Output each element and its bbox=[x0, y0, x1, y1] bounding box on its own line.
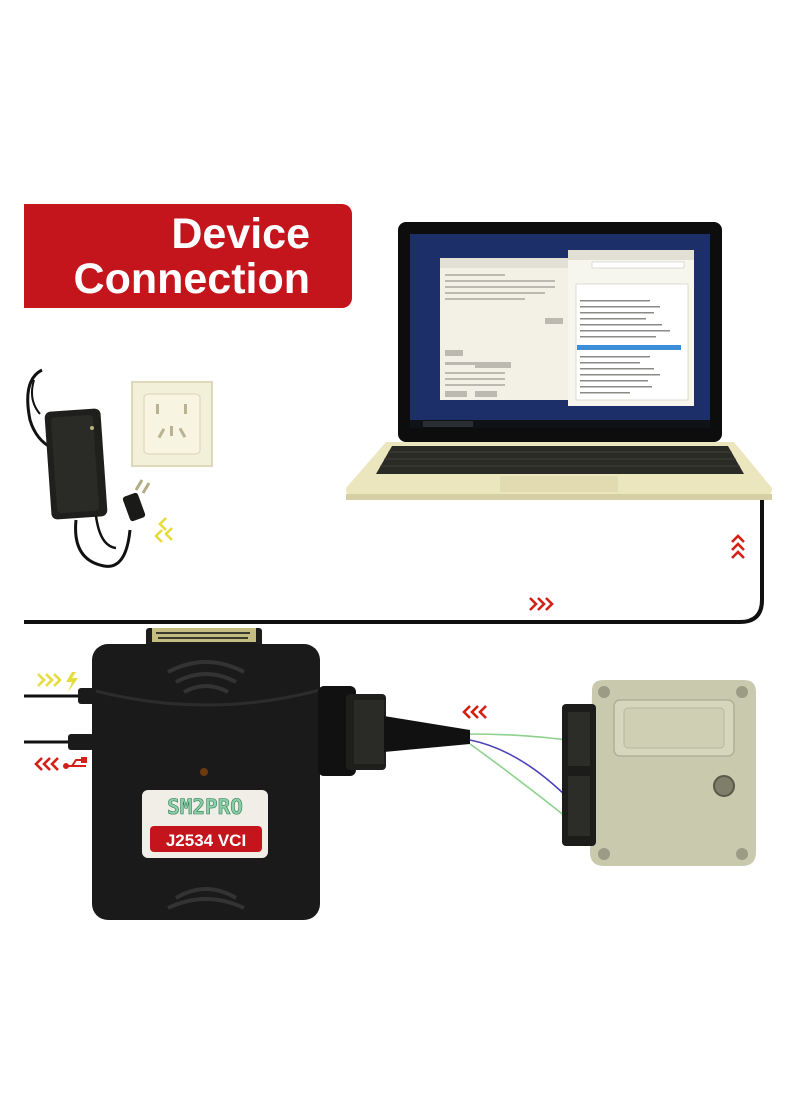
laptop bbox=[346, 222, 772, 500]
usb-icon bbox=[63, 757, 87, 769]
keyboard bbox=[376, 446, 744, 474]
title-banner: Device Connection bbox=[24, 204, 352, 308]
selected-list-row bbox=[577, 345, 681, 350]
usb-output-arrow-icon bbox=[34, 757, 59, 771]
title-line-1: Device bbox=[171, 210, 310, 258]
device-model: J2534 VCI bbox=[166, 831, 246, 850]
wall-outlet bbox=[131, 381, 213, 467]
touchpad bbox=[500, 476, 618, 492]
main-cable bbox=[24, 498, 764, 624]
device-brand: SM2PRO bbox=[167, 795, 243, 819]
device-input-cables bbox=[24, 688, 96, 750]
title-line-2: Connection bbox=[73, 255, 310, 303]
power-input-arrow-icon bbox=[37, 673, 62, 687]
arrow-left-to-device-icon bbox=[462, 705, 487, 719]
page-title: Device Connection bbox=[50, 212, 310, 302]
power-adapter bbox=[26, 368, 151, 568]
chevron-right-icon bbox=[529, 597, 554, 611]
ecu-module bbox=[562, 680, 756, 866]
status-led bbox=[200, 768, 208, 776]
sm2pro-device: SM2PRO J2534 VCI bbox=[91, 628, 470, 920]
taskbar bbox=[410, 420, 710, 428]
arrow-left-icon bbox=[154, 517, 173, 543]
arrow-up-icon bbox=[731, 534, 745, 559]
lightning-icon bbox=[66, 672, 78, 692]
